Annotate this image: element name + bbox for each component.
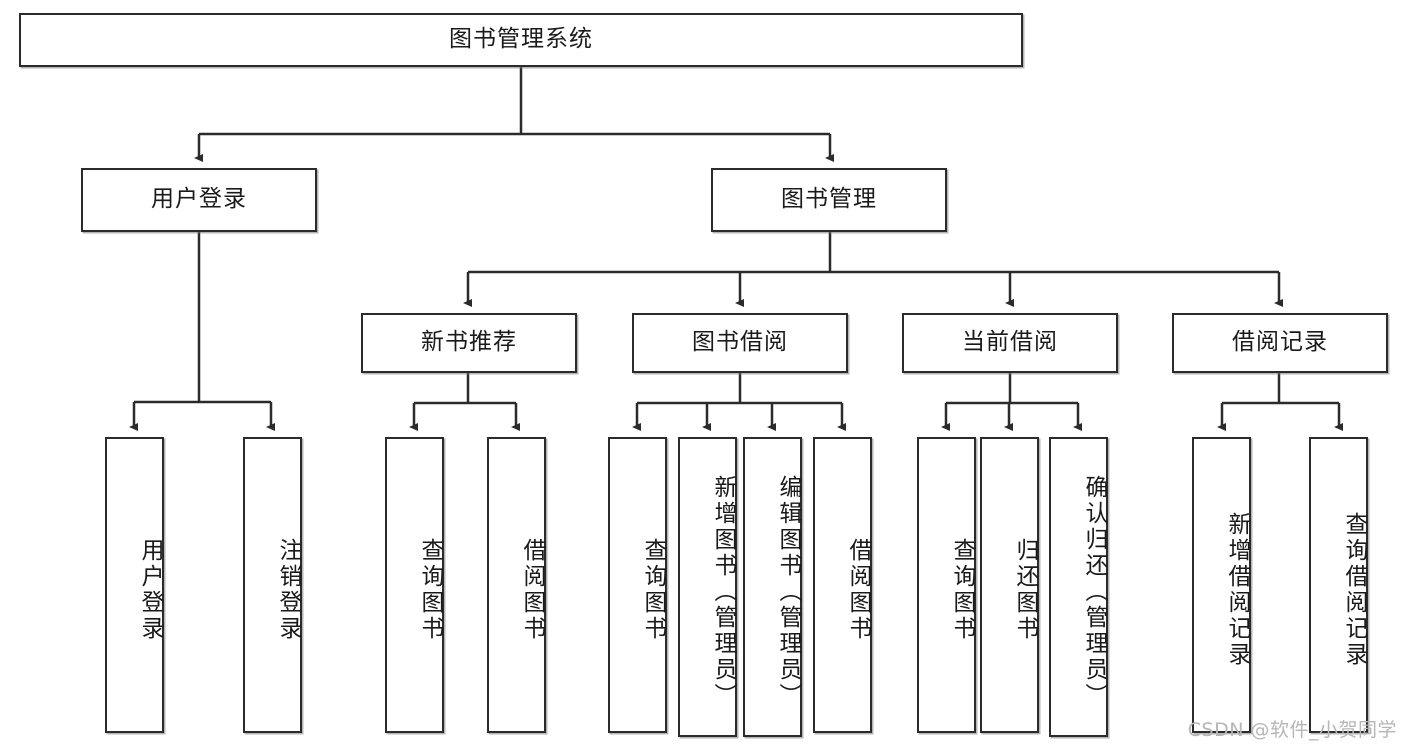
leaf-borrow-book[interactable]: 借阅图书 (813, 437, 872, 733)
node-book-manage[interactable]: 图书管理 (711, 168, 947, 232)
leaf-user-login[interactable]: 用户登录 (105, 437, 164, 733)
leaf-add-borrow-record-label: 新增借阅记录 (1224, 512, 1250, 668)
leaf-add-book-label: 新增图书（管理员） (710, 475, 736, 709)
leaf-edit-book-label: 编辑图书（管理员） (775, 475, 801, 709)
node-current-borrow[interactable]: 当前借阅 (902, 313, 1118, 373)
leaf-query-book-recommend[interactable]: 查询图书 (385, 437, 444, 733)
node-book-borrow-label: 图书借阅 (692, 329, 788, 356)
leaf-user-logout[interactable]: 注销登录 (243, 437, 302, 733)
leaf-query-borrow-record-label: 查询借阅记录 (1341, 512, 1367, 668)
node-borrow-record-label: 借阅记录 (1232, 329, 1328, 356)
node-book-borrow[interactable]: 图书借阅 (632, 313, 848, 373)
leaf-return-book[interactable]: 归还图书 (980, 437, 1039, 733)
leaf-query-borrow-record[interactable]: 查询借阅记录 (1309, 437, 1368, 733)
leaf-add-borrow-record[interactable]: 新增借阅记录 (1192, 437, 1251, 733)
leaf-query-book-borrow-label: 查询图书 (640, 538, 666, 642)
node-root-label: 图书管理系统 (449, 26, 593, 53)
leaf-query-book-recommend-label: 查询图书 (417, 538, 443, 642)
leaf-borrow-book-recommend[interactable]: 借阅图书 (487, 437, 546, 733)
leaf-confirm-return[interactable]: 确认归还（管理员） (1049, 437, 1108, 737)
leaf-query-book-borrow[interactable]: 查询图书 (608, 437, 667, 733)
node-new-book-recommend-label: 新书推荐 (421, 329, 517, 356)
node-current-borrow-label: 当前借阅 (962, 329, 1058, 356)
node-borrow-record[interactable]: 借阅记录 (1172, 313, 1388, 373)
node-user-login-label: 用户登录 (151, 186, 247, 213)
leaf-edit-book[interactable]: 编辑图书（管理员） (743, 437, 802, 737)
leaf-query-book-current-label: 查询图书 (949, 538, 975, 642)
leaf-confirm-return-label: 确认归还（管理员） (1081, 475, 1107, 709)
leaf-query-book-current[interactable]: 查询图书 (917, 437, 976, 733)
leaf-borrow-book-recommend-label: 借阅图书 (519, 538, 545, 642)
watermark: CSDN @软件_小贺同学 (1187, 719, 1397, 741)
leaf-borrow-book-label: 借阅图书 (845, 538, 871, 642)
leaf-add-book[interactable]: 新增图书（管理员） (678, 437, 737, 737)
leaf-user-login-label: 用户登录 (137, 538, 163, 642)
leaf-user-logout-label: 注销登录 (275, 538, 301, 642)
node-new-book-recommend[interactable]: 新书推荐 (361, 313, 577, 373)
node-book-manage-label: 图书管理 (781, 186, 877, 213)
leaf-return-book-label: 归还图书 (1012, 538, 1038, 642)
node-user-login[interactable]: 用户登录 (81, 168, 317, 232)
node-root[interactable]: 图书管理系统 (19, 13, 1023, 67)
